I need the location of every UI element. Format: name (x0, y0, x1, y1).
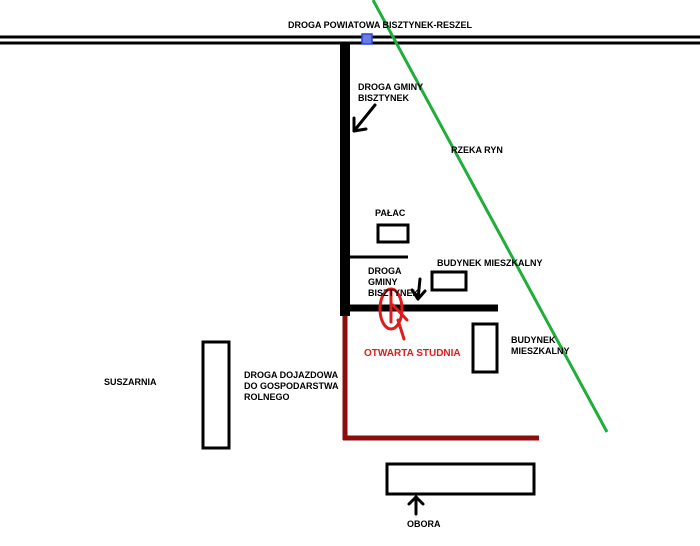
municipal-road-1-label-line: DROGA GMINY (358, 82, 424, 92)
county-road (0, 35, 700, 45)
access-road-label-line: ROLNEGO (244, 392, 290, 402)
access-road (342, 316, 539, 441)
drying-room-building (201, 340, 231, 450)
residential-building-2 (471, 322, 499, 374)
cowshed-building (385, 462, 536, 496)
palace-label: PAŁAC (375, 208, 406, 218)
open-well-label: OTWARTA STUDNIA (364, 348, 461, 359)
open-well-marker (378, 287, 409, 341)
municipal-road-2-label: DROGA GMINY BISZTYNEK (368, 266, 419, 299)
arrow-to-cowshed (407, 495, 425, 516)
river-line (371, 0, 609, 433)
residential-building-2-label-line: MIESZKALNY (511, 346, 570, 356)
municipal-road-2-label-line: BISZTYNEK (368, 288, 420, 298)
municipal-road-1-label: DROGA GMINY BISZTYNEK (358, 82, 423, 104)
residential-building-1-label: BUDYNEK MIESZKALNY (437, 258, 543, 268)
access-road-label-line: DROGA DOJAZDOWA (244, 370, 339, 380)
river-label: RZEKA RYN (451, 145, 503, 155)
access-road-label-line: DO GOSPODARSTWA (244, 381, 339, 391)
palace-building (376, 223, 410, 244)
residential-building-2-label-line: BUDYNEK (511, 335, 556, 345)
drying-room-label: SUSZARNIA (104, 377, 157, 387)
residential-building-1 (430, 270, 468, 292)
municipal-road-2-label-line: GMINY (368, 277, 398, 287)
junction-marker (361, 33, 373, 45)
cowshed-label: OBORA (407, 519, 441, 529)
arrow-to-municipal-road-2 (410, 277, 427, 301)
municipal-road-1-label-line: BISZTYNEK (358, 93, 410, 103)
county-road-label: DROGA POWIATOWA BISZTYNEK-RESZEL (288, 20, 472, 30)
arrow-to-municipal-road-1 (352, 103, 377, 133)
access-road-label: DROGA DOJAZDOWA DO GOSPODARSTWA ROLNEGO (244, 370, 339, 403)
municipal-road-2-label-line: DROGA (368, 266, 402, 276)
residential-building-2-label: BUDYNEK MIESZKALNY (511, 335, 570, 357)
